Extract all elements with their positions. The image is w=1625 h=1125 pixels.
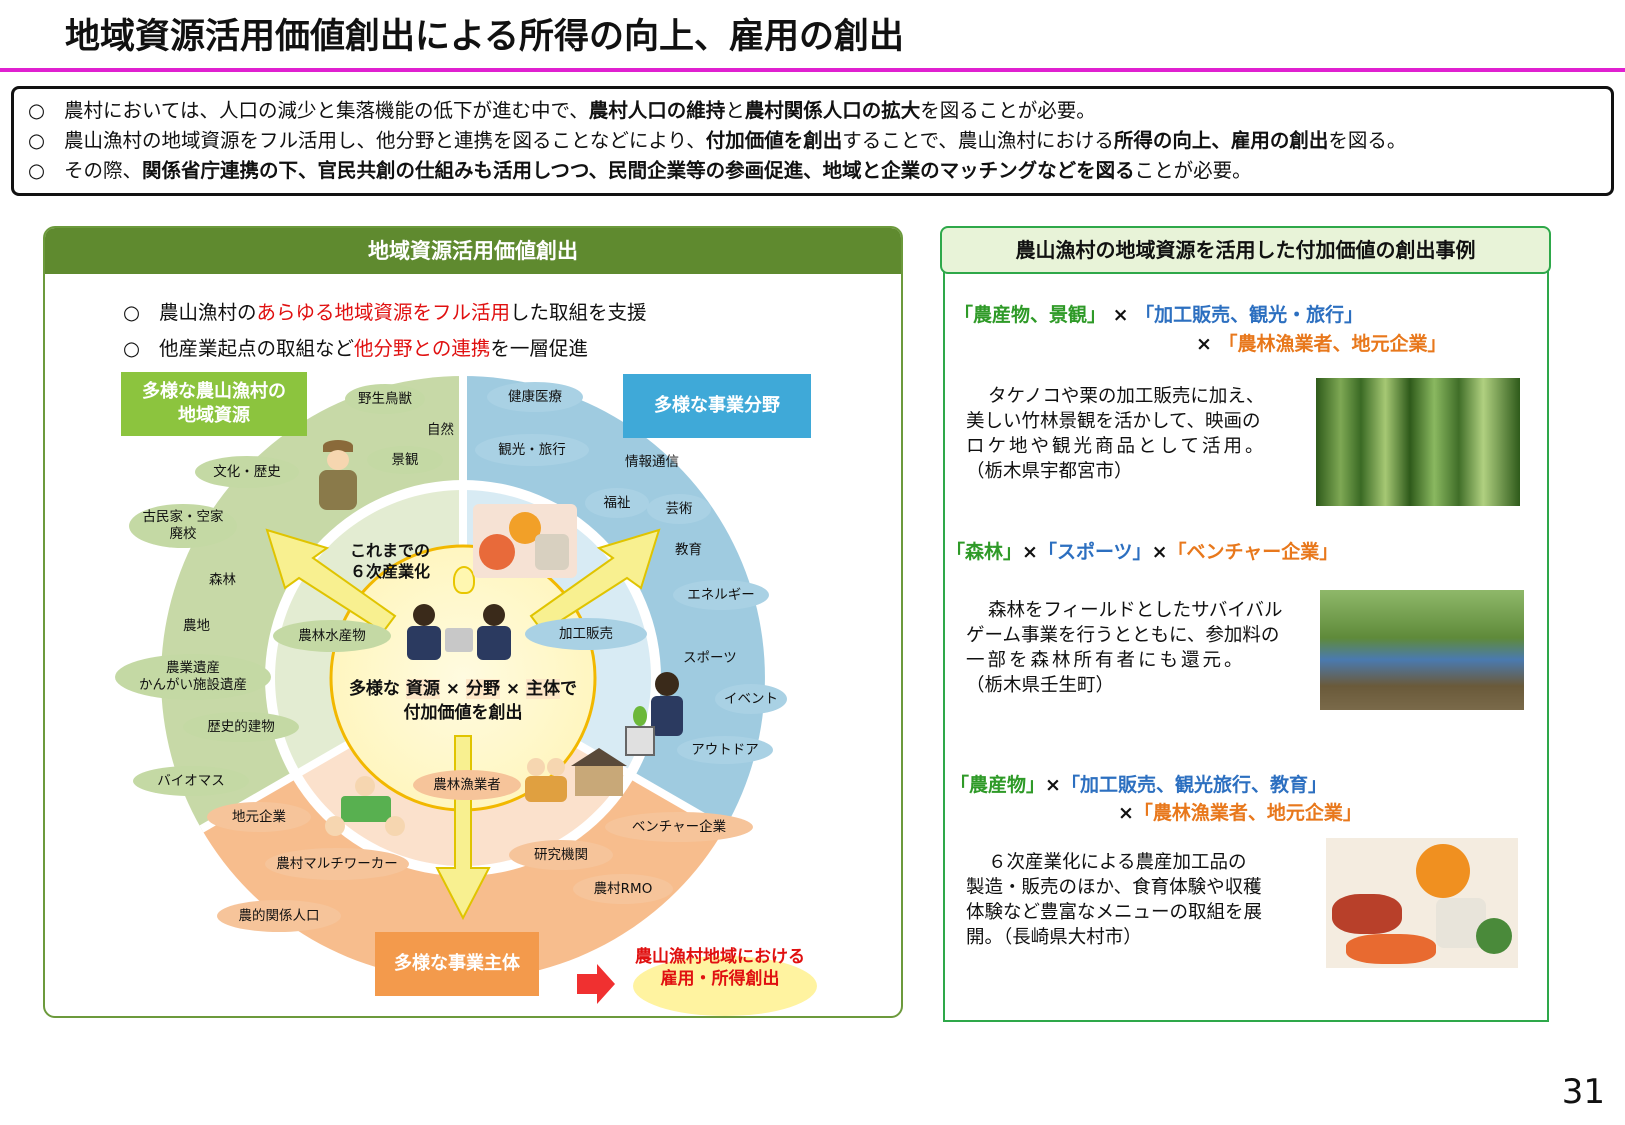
field-item: スポーツ — [683, 650, 737, 666]
case1-caption-line1: 「農産物、景観」 × 「加工販売、観光・旅行」 — [954, 304, 1364, 326]
field-item: 芸術 — [647, 494, 711, 524]
lightbulb-icon — [453, 566, 475, 594]
field-item: 教育 — [675, 542, 702, 558]
summary-line: ○農村においては、人口の減少と集落機能の低下が進む中で、農村人口の維持と農村関係… — [28, 96, 1597, 126]
worker-illustration — [625, 670, 691, 756]
field-item: 加工販売 — [525, 618, 647, 650]
field-item: 福祉 — [585, 488, 649, 518]
field-item: イベント — [715, 684, 787, 714]
resource-item: 自然 — [427, 422, 454, 438]
bullet-circle: ○ — [28, 129, 46, 152]
actor-item: ベンチャー企業 — [605, 812, 753, 842]
actor-item: 地元企業 — [207, 802, 311, 832]
result-label: 農山漁村地域における 雇用・所得創出 — [635, 947, 805, 989]
panel-header: 地域資源活用価値創出 — [45, 228, 901, 274]
summary-line: ○その際、関係省庁連携の下、官民共創の仕組みも活用しつつ、民間企業等の参画促進、… — [28, 156, 1597, 186]
bamboo-forest-photo — [1316, 378, 1520, 506]
field-item: 観光・旅行 — [475, 434, 589, 466]
center-main-label: 多様な 資源 × 分野 × 主体で — [348, 679, 578, 699]
business-people-illustration — [405, 600, 515, 662]
center-sub-label: 付加価値を創出 — [403, 703, 523, 723]
actor-item: 研究機関 — [509, 840, 613, 870]
resource-item: 歴史的建物 — [183, 712, 299, 742]
result-arrow — [577, 964, 615, 1004]
products-illustration — [473, 504, 577, 578]
summary-box: ○農村においては、人口の減少と集落機能の低下が進む中で、農村人口の維持と農村関係… — [11, 86, 1614, 196]
panel-bullet: ○他産業起点の取組など他分野との連携を一層促進 — [123, 337, 588, 360]
house-illustration — [571, 748, 627, 798]
resource-item: 農業遺産 かんがい施設遺産 — [115, 654, 271, 700]
resource-item: 景観 — [367, 446, 443, 474]
resource-item: 農林水産物 — [273, 620, 391, 652]
field-item: 情報通信 — [625, 454, 679, 470]
case2-description: 森林をフィールドとしたサバイバルゲーム事業を行うとともに、参加料の一部を森林所有… — [966, 600, 1283, 696]
title-rule — [0, 68, 1625, 72]
community-illustration — [319, 776, 409, 842]
actors-box: 多様な事業主体 — [375, 932, 539, 996]
case1-caption-line2: × 「農林漁業者、地元企業」 — [1196, 333, 1447, 355]
actor-item: 農村RMO — [573, 874, 673, 904]
field-item: 健康医療 — [487, 382, 583, 412]
center-top-label: これまでの ６次産業化 — [349, 541, 430, 581]
arrow-down — [435, 735, 491, 921]
case3-caption-line1: 「農産物」×「加工販売、観光旅行、教育」 — [950, 774, 1327, 796]
case1-description: タケノコや栗の加工販売に加え、美しい竹林景観を活かして、映画のロケ地や観光商品と… — [966, 386, 1267, 482]
farmers-illustration — [525, 756, 569, 804]
resource-item: 森林 — [209, 572, 236, 588]
case2-caption: 「森林」×「スポーツ」×「ベンチャー企業」 — [946, 541, 1339, 563]
resources-box: 多様な農山漁村の 地域資源 — [121, 372, 307, 436]
bullet-circle: ○ — [28, 159, 46, 182]
page-number: 31 — [1561, 1072, 1605, 1112]
fields-box: 多様な事業分野 — [623, 374, 811, 438]
resource-item: 文化・歴史 — [195, 456, 299, 488]
resource-item: 古民家・空家 廃校 — [129, 504, 237, 548]
actor-item: 農的関係人口 — [217, 900, 341, 932]
actor-item: 農林漁業者 — [413, 770, 521, 800]
forest-game-photo — [1320, 590, 1524, 710]
summary-line: ○農山漁村の地域資源をフル活用し、他分野と連携を図ることなどにより、付加価値を創… — [28, 126, 1597, 156]
value-creation-panel: 地域資源活用価値創出 ○農山漁村のあらゆる地域資源をフル活用した取組を支援 ○他… — [43, 226, 903, 1018]
field-item: アウトドア — [677, 736, 773, 764]
actor-item: 農村マルチワーカー — [265, 848, 409, 880]
resource-item: 野生鳥獣 — [345, 384, 425, 414]
resource-item: 農地 — [183, 618, 210, 634]
case-studies-header: 農山漁村の地域資源を活用した付加価値の創出事例 — [940, 226, 1551, 274]
case3-caption-line2: ×「農林漁業者、地元企業」 — [1118, 802, 1362, 824]
bullet-circle: ○ — [28, 99, 46, 122]
page-title: 地域資源活用価値創出による所得の向上、雇用の創出 — [65, 17, 904, 57]
resource-item: バイオマス — [133, 766, 249, 796]
farmer-illustration — [309, 438, 367, 514]
field-item: エネルギー — [673, 580, 769, 610]
case3-description: ６次産業化による農産加工品の製造・販売のほか、食育体験や収穫体験など豊富なメニュ… — [966, 852, 1263, 948]
panel-bullet: ○農山漁村のあらゆる地域資源をフル活用した取組を支援 — [123, 301, 647, 324]
farm-products-photo — [1326, 838, 1518, 968]
